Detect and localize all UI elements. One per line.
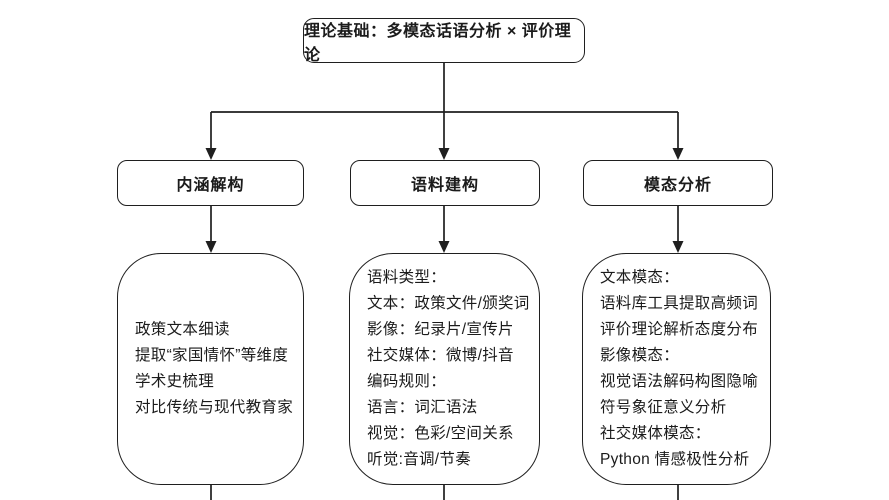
detail-line: 语言：词汇语法 xyxy=(367,399,478,416)
node-modality-label: 模态分析 xyxy=(643,177,712,194)
detail-line: 影像模态： xyxy=(600,347,680,364)
detail-line: 对比传统与现代教育家 xyxy=(135,399,294,416)
detail-line: 提取“家国情怀”等维度 xyxy=(135,347,289,364)
detail-line: 学术史梳理 xyxy=(135,373,215,390)
node-connotation-label: 内涵解构 xyxy=(176,177,245,194)
detail-line: 社交媒体模态： xyxy=(600,425,711,442)
detail-line: 影像：纪录片/宣传片 xyxy=(367,321,514,338)
detail-line: 文本：政策文件/颁奖词 xyxy=(367,295,530,312)
detail-line: 编码规则： xyxy=(367,373,447,390)
node-theory-basis-label: 理论基础：多模态话语分析 × 评价理论 xyxy=(304,22,572,64)
node-corpus-details: 语料类型： 文本：政策文件/颁奖词 影像：纪录片/宣传片 社交媒体：微博/抖音 … xyxy=(349,253,540,485)
detail-line: 社交媒体：微博/抖音 xyxy=(367,347,514,364)
detail-line: 评价理论解析态度分布 xyxy=(600,321,759,338)
detail-line: 政策文本细读 xyxy=(135,321,230,338)
detail-line: 语料库工具提取高频词 xyxy=(600,295,759,312)
detail-line: 听觉:音调/节奏 xyxy=(367,451,472,468)
node-modality-analysis: 模态分析 xyxy=(583,160,773,206)
node-connotation-deconstruction: 内涵解构 xyxy=(117,160,304,206)
node-modality-details: 文本模态： 语料库工具提取高频词 评价理论解析态度分布 影像模态： 视觉语法解码… xyxy=(582,253,771,485)
node-connotation-details: 政策文本细读 提取“家国情怀”等维度 学术史梳理 对比传统与现代教育家 xyxy=(117,253,304,485)
detail-line: 视觉语法解码构图隐喻 xyxy=(600,373,759,390)
detail-line: 语料类型： xyxy=(367,269,447,286)
node-corpus-label: 语料建构 xyxy=(410,177,479,194)
arrowhead-icons xyxy=(205,148,684,253)
detail-line: 符号象征意义分析 xyxy=(600,399,727,416)
detail-line: 文本模态： xyxy=(600,269,680,286)
node-corpus-construction: 语料建构 xyxy=(350,160,540,206)
node-theory-basis: 理论基础：多模态话语分析 × 评价理论 xyxy=(303,18,585,64)
detail-line: Python 情感极性分析 xyxy=(600,451,750,468)
detail-line: 视觉：色彩/空间关系 xyxy=(367,425,514,442)
